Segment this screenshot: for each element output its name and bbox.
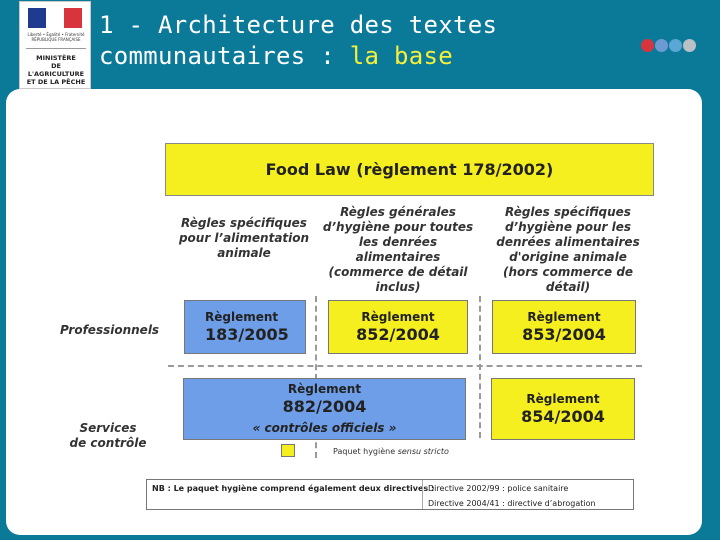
dashed-divider-right [479, 296, 481, 438]
title-highlight: la base [349, 42, 453, 70]
logo-ministry-line2: DE L'AGRICULTURE [27, 62, 85, 78]
logo-motto: Liberté • Égalité • Fraternité [27, 32, 85, 37]
food-law-label: Food Law (règlement 178/2002) [265, 160, 554, 179]
col2-line5: (commerce de détail [328, 265, 468, 279]
logo-divider [26, 48, 86, 49]
col2-line2: d’hygiène pour toutes [322, 220, 474, 234]
legend-text: Paquet hygiène sensu stricto [333, 447, 449, 456]
col3-line2: d’hygiène pour les [504, 220, 632, 234]
title-line2-a: communautaires : [99, 42, 350, 70]
column-head-general-hygiene: Règles générales d’hygiène pour toutes l… [322, 205, 474, 295]
row-label-professionals: Professionnels [60, 323, 160, 338]
col2-line3: les denrées [358, 235, 438, 249]
legend-text-b: sensu stricto [397, 447, 449, 456]
col2-line6: inclus) [375, 280, 421, 294]
control-label-line2: de contrôle [69, 436, 147, 450]
reg-853-label: Règlement [527, 310, 601, 324]
reg-882-label: Règlement [287, 382, 362, 396]
nb-note-text: NB : Le paquet hygiène comprend égalemen… [152, 484, 435, 493]
dashed-divider-left [315, 296, 317, 458]
reg-183-label: Règlement [205, 310, 279, 324]
control-label-line1: Services [79, 421, 137, 435]
red-dot-icon [641, 39, 654, 52]
col3-line4: d'origine animale [509, 250, 627, 264]
regulation-854-2004-box: Règlement 854/2004 [491, 378, 635, 440]
ministry-logo: Liberté • Égalité • Fraternité RÉPUBLIQU… [19, 1, 91, 89]
professionals-label: Professionnels [60, 323, 160, 337]
logo-country: RÉPUBLIQUE FRANÇAISE [31, 37, 81, 42]
slide-title: 1 - Architecture des textes communautair… [99, 10, 497, 72]
reg-854-label: Règlement [526, 392, 600, 406]
reg-854-number: 854/2004 [521, 407, 605, 426]
dashed-divider-horizontal [168, 365, 642, 367]
col1-line1: Règles spécifiques [181, 216, 307, 230]
title-line1: 1 - Architecture des textes [99, 11, 498, 39]
col1-line3: animale [217, 246, 271, 260]
reg-882-subtitle: « contrôles officiels » [252, 421, 397, 435]
col3-line3: denrées alimentaires [496, 235, 640, 249]
nb-directive-1: Directive 2002/99 : police sanitaire [428, 484, 569, 493]
col2-line4: alimentaires [355, 250, 441, 264]
decorative-dots [641, 39, 696, 52]
col1-line2: pour l’alimentation [178, 231, 310, 245]
col2-line1: Règles générales [340, 205, 456, 219]
reg-183-number: 183/2005 [205, 325, 289, 344]
regulation-853-2004-box: Règlement 853/2004 [492, 300, 636, 354]
reg-853-number: 853/2004 [522, 325, 606, 344]
blue-dot-icon [655, 39, 668, 52]
food-law-box: Food Law (règlement 178/2002) [165, 143, 654, 196]
french-flag-icon [28, 8, 82, 28]
col3-line6: détail) [545, 280, 591, 294]
legend-yellow-swatch [281, 444, 295, 457]
nb-directive-2: Directive 2004/41 : directive d’abrogati… [428, 499, 596, 508]
regulation-882-2004-box: Règlement 882/2004 « contrôles officiels… [183, 378, 466, 440]
logo-ministry-line1: MINISTÈRE [36, 54, 76, 62]
reg-852-number: 852/2004 [356, 325, 440, 344]
regulation-852-2004-box: Règlement 852/2004 [328, 300, 468, 354]
col3-line5: (hors commerce de [502, 265, 634, 279]
reg-852-label: Règlement [361, 310, 435, 324]
logo-ministry-line3: ET DE LA PÊCHE [26, 78, 86, 86]
column-head-animal-feed: Règles spécifiques pour l’alimentation a… [178, 216, 310, 261]
regulation-183-2005-box: Règlement 183/2005 [184, 300, 306, 354]
nb-separator [422, 480, 423, 509]
nb-note-box: NB : Le paquet hygiène comprend égalemen… [146, 479, 634, 510]
col3-line1: Règles spécifiques [505, 205, 631, 219]
column-head-animal-origin: Règles spécifiques d’hygiène pour les de… [492, 205, 644, 295]
row-label-control-services: Services de contrôle [60, 421, 156, 451]
lightblue-dot-icon [669, 39, 682, 52]
grey-dot-icon [683, 39, 696, 52]
legend-text-a: Paquet hygiène [333, 447, 398, 456]
reg-882-number: 882/2004 [282, 397, 367, 416]
